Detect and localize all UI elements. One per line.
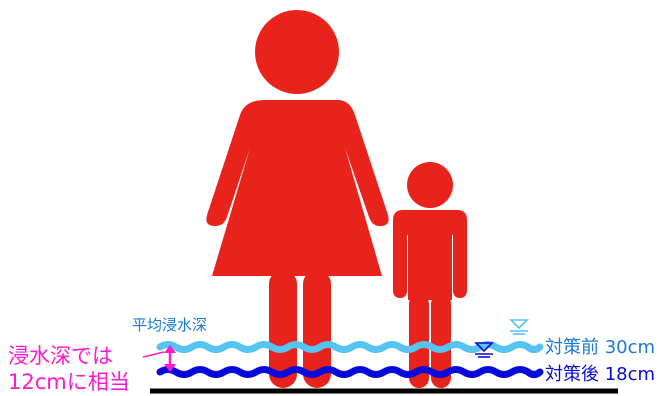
double-arrow-icon [142,345,176,372]
average-depth-label: 平均浸水深 [132,316,208,334]
child-figure-icon [393,162,467,388]
water-level-marker-icon [509,319,529,335]
water-surface-after [156,366,544,378]
before-measure-label: 対策前 30cm [545,337,656,358]
water-surface-before [156,341,544,353]
water-level-marker-icon [474,342,494,358]
note-line-2: 12cmに相当 [8,370,130,394]
leader-line [142,351,165,358]
note-line-1: 浸水深では [8,344,113,368]
woman-figure-icon [206,10,389,388]
after-measure-label: 対策後 18cm [545,364,656,385]
